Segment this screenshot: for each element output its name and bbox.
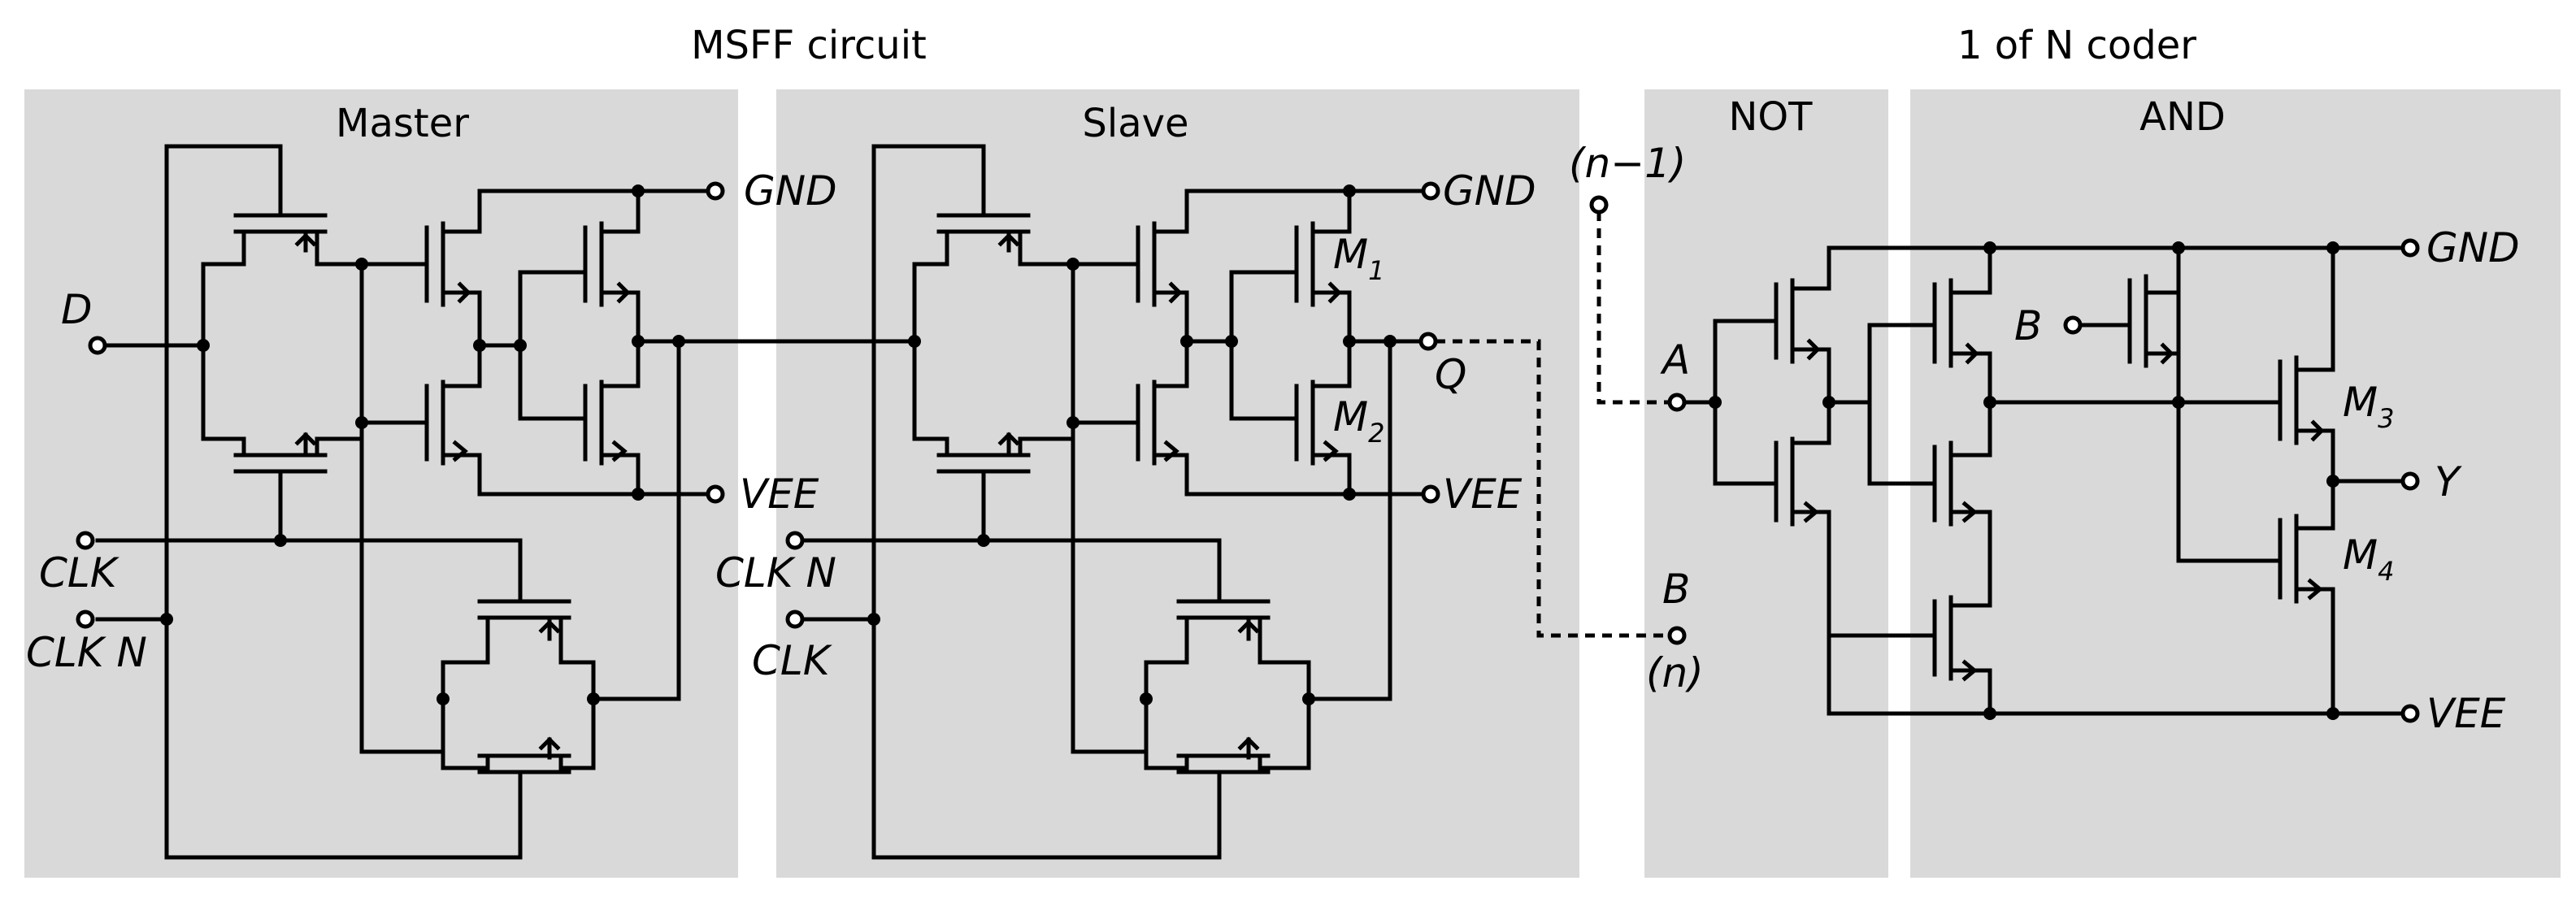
master-clk-n-terminal	[76, 610, 95, 629]
master-panel	[24, 89, 738, 878]
msff-circuit-title: MSFF circuit	[691, 23, 927, 68]
coder-title: 1 of N coder	[1957, 23, 2196, 68]
coder-vee-label: VEE	[2426, 690, 2506, 737]
a-terminal	[1667, 393, 1687, 412]
q-terminal	[1418, 332, 1438, 351]
slave-gnd-terminal	[1421, 181, 1440, 201]
not-gate	[1684, 245, 2404, 716]
slave-panel	[776, 89, 1579, 878]
master-clk-label: CLK	[39, 549, 120, 596]
d-label: D	[61, 286, 93, 333]
slave-gnd-label: GND	[1443, 167, 1536, 215]
and-gate	[1831, 241, 2404, 720]
master-gnd-terminal	[706, 181, 725, 201]
m3-label: M3	[2343, 379, 2395, 434]
d-terminal	[88, 336, 107, 355]
master-clk-n-label: CLK N	[26, 629, 147, 676]
master-gnd-label: GND	[744, 167, 837, 215]
master-stage	[95, 144, 917, 860]
and-b-terminal	[2063, 315, 2083, 335]
slave-clk-n-label: CLK N	[715, 549, 836, 596]
and-label: AND	[2139, 94, 2226, 140]
master-clk-terminal	[76, 531, 95, 550]
b-input-terminal	[1667, 626, 1687, 645]
y-terminal	[2400, 471, 2420, 491]
slave-vee-label: VEE	[1443, 471, 1523, 518]
and-b-label: B	[2014, 302, 2042, 349]
y-label: Y	[2435, 458, 2462, 505]
slave-clk-label: CLK	[752, 637, 833, 684]
master-vee-label: VEE	[740, 471, 819, 518]
m2-label: M2	[1333, 393, 1385, 449]
b-input-label: B	[1662, 566, 1690, 613]
master-vee-terminal	[706, 484, 725, 504]
slave-stage	[794, 144, 1433, 860]
n-label: (n)	[1646, 649, 1704, 696]
slave-label: Slave	[1082, 101, 1188, 146]
m1-label: M1	[1333, 231, 1385, 286]
q-to-b-link	[1436, 339, 1665, 638]
coder-vee-terminal	[2400, 704, 2420, 723]
slave-vee-terminal	[1421, 484, 1440, 504]
n-1-label: (n−1)	[1569, 140, 1686, 187]
m4-label: M4	[2343, 531, 2395, 587]
q-label: Q	[1435, 351, 1466, 398]
n-1-to-a-link	[1596, 211, 1669, 405]
coder-gnd-terminal	[2400, 238, 2420, 258]
coder-gnd-label: GND	[2426, 224, 2520, 271]
slave-clk-terminal	[785, 610, 805, 629]
master-label: Master	[336, 101, 469, 146]
n-1-terminal	[1589, 195, 1609, 215]
a-label: A	[1660, 336, 1690, 384]
slave-clk-n-terminal	[785, 531, 805, 550]
not-label: NOT	[1728, 94, 1813, 140]
and-panel	[1910, 89, 2561, 878]
